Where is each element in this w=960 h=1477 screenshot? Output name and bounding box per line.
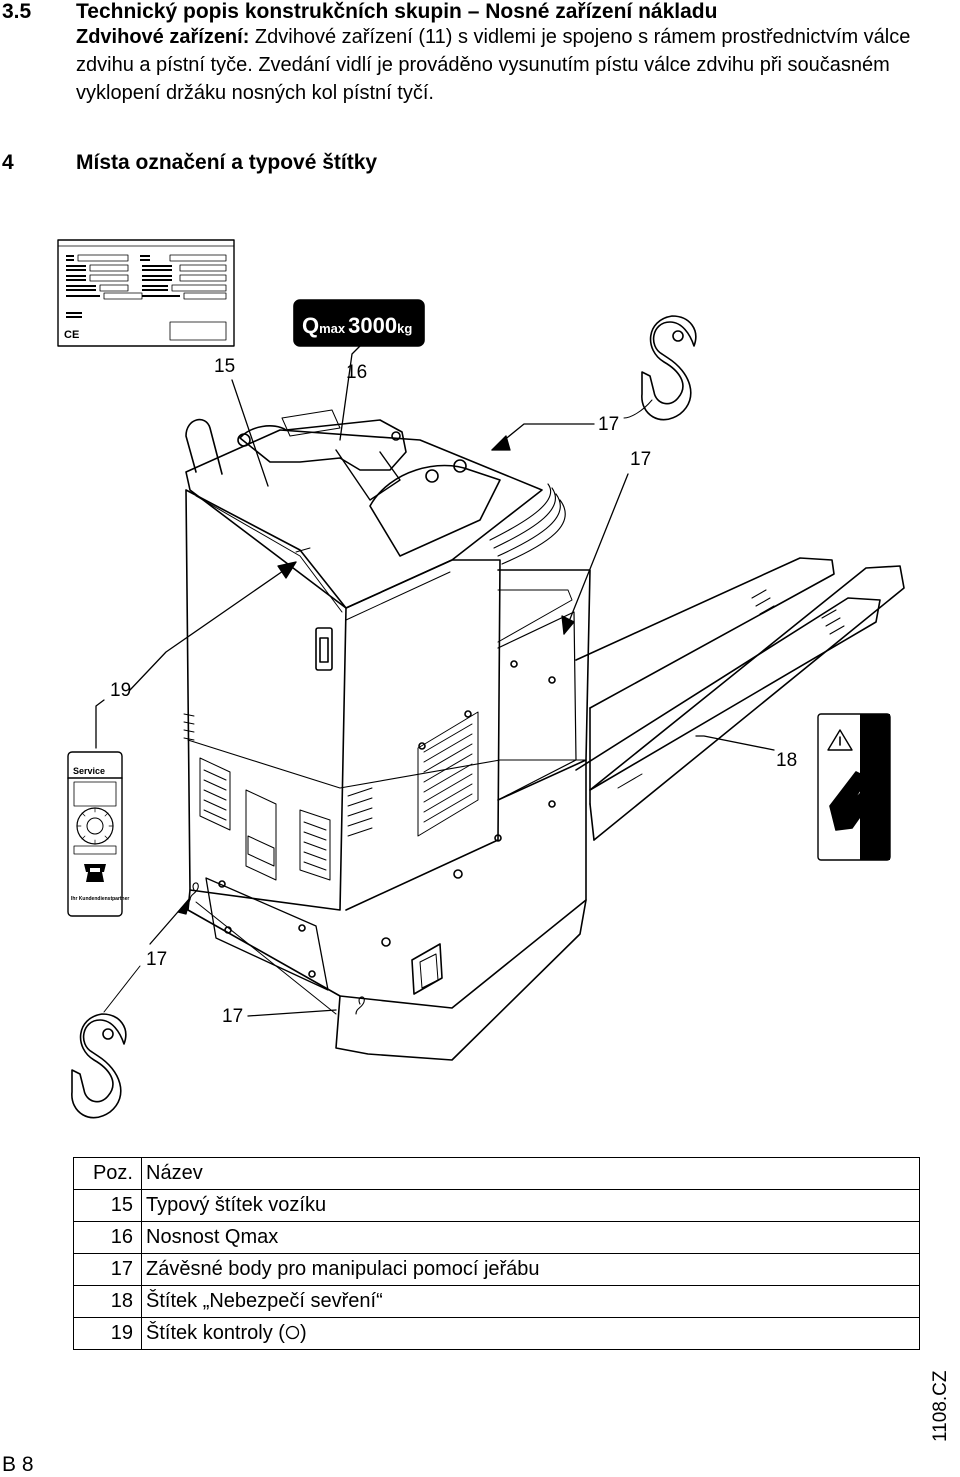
subsection-number: 4 (2, 151, 14, 174)
document-code: 1108.CZ (918, 1360, 958, 1442)
qmax-max: max (319, 321, 346, 336)
legend-table: Poz. Název 15 Typový štítek vozíku 16 No… (73, 1157, 920, 1350)
pinch-hazard-label (817, 713, 891, 861)
legend-name: Nosnost Qmax (141, 1221, 920, 1254)
callout-16: 16 (346, 362, 367, 383)
warning-triangle-icon (827, 729, 853, 751)
legend-name-suffix: ) (299, 1322, 307, 1344)
circle-icon (285, 1325, 300, 1340)
legend-pos: 19 (73, 1317, 142, 1350)
legend-name: Štítek kontroly () (141, 1317, 920, 1350)
hand-icon (829, 771, 877, 831)
legend-pos: 18 (73, 1285, 142, 1318)
section-title: Technický popis konstrukčních skupin – N… (76, 0, 718, 23)
paragraph-text: Zdvihové zařízení (11) s vidlemi je spoj… (76, 26, 911, 104)
legend-name-text: Štítek kontroly ( (146, 1322, 285, 1344)
callout-17: 17 (222, 1006, 243, 1027)
service-footer: Ihr Kundendienstpartner (71, 896, 129, 902)
vent-grille (183, 711, 479, 881)
crane-hook-icon (641, 315, 697, 421)
table-row: 18 Štítek „Nebezpečí sevření“ (73, 1285, 920, 1318)
crane-hook-icon (71, 1013, 127, 1119)
service-label: Service Ihr Kundendienstpartner (67, 751, 129, 917)
legend-name: Štítek „Nebezpečí sevření“ (141, 1285, 920, 1318)
forks (575, 557, 905, 841)
legend-header-row: Poz. Název (73, 1157, 920, 1190)
service-title: Service (73, 766, 105, 776)
phone-icon (84, 864, 106, 882)
callout-18: 18 (776, 750, 797, 771)
callout-17: 17 (146, 949, 167, 970)
callout-15: 15 (214, 356, 235, 377)
callout-17: 17 (630, 449, 651, 470)
legend-pos: 17 (73, 1253, 142, 1286)
table-row: 16 Nosnost Qmax (73, 1221, 920, 1254)
paragraph-lead: Zdvihové zařízení: (76, 26, 250, 48)
type-plate: CE (57, 239, 235, 347)
page-number: B 8 (2, 1453, 34, 1476)
legend-pos: 16 (73, 1221, 142, 1254)
legend-name: Závěsné body pro manipulaci pomocí jeřáb… (141, 1253, 920, 1286)
truck-body (183, 409, 591, 1061)
legend-name: Typový štítek vozíku (141, 1189, 920, 1222)
description-paragraph: Zdvihové zařízení: Zdvihové zařízení (11… (76, 23, 936, 107)
legend-header-name: Název (141, 1157, 920, 1190)
table-row: 15 Typový štítek vozíku (73, 1189, 920, 1222)
table-row: 19 Štítek kontroly () (73, 1317, 920, 1350)
qmax-unit: kg (397, 321, 412, 336)
callout-19: 19 (110, 680, 131, 701)
document-code-text: 1108.CZ (930, 1370, 951, 1442)
legend-pos: 15 (73, 1189, 142, 1222)
section-number: 3.5 (2, 0, 32, 23)
qmax-q: Q (302, 313, 319, 338)
callout-17: 17 (598, 414, 619, 435)
leader-lines (95, 345, 775, 1017)
qmax-value: 3000 (348, 313, 397, 338)
ce-mark: CE (64, 329, 79, 341)
table-row: 17 Závěsné body pro manipulaci pomocí je… (73, 1253, 920, 1286)
subsection-title: Místa označení a typové štítky (76, 151, 378, 174)
legend-header-pos: Poz. (73, 1157, 142, 1190)
